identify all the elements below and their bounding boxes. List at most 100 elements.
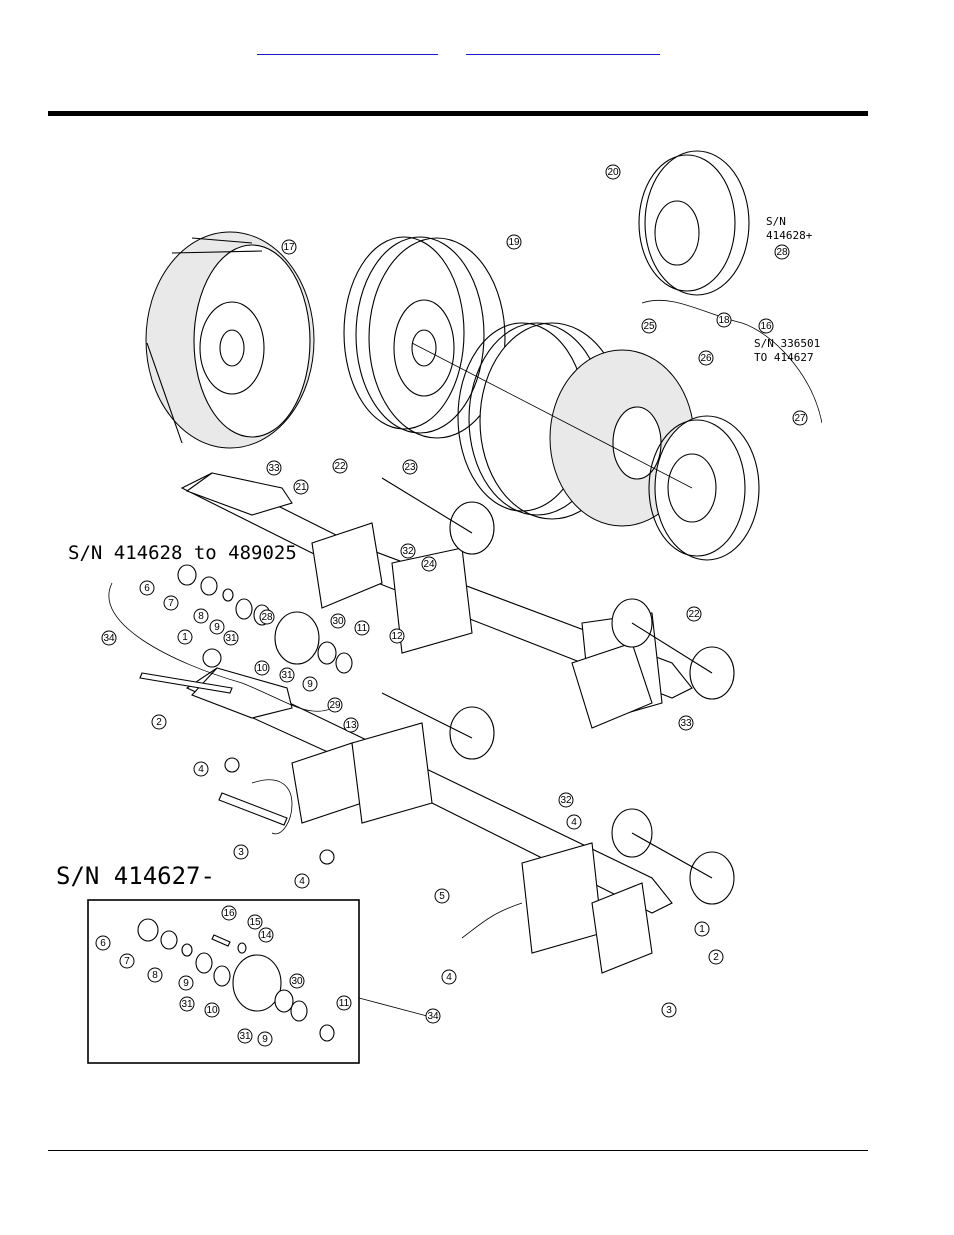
callout-33: 33 <box>679 716 693 730</box>
callout-5: 5 <box>435 889 449 903</box>
svg-text:3: 3 <box>666 1005 672 1016</box>
callout-31: 31 <box>238 1029 252 1043</box>
svg-text:12: 12 <box>391 631 403 642</box>
svg-text:26: 26 <box>700 353 712 364</box>
svg-text:28: 28 <box>776 247 788 258</box>
callout-22: 22 <box>687 607 701 621</box>
callout-1: 1 <box>178 630 192 644</box>
callout-31: 31 <box>180 997 194 1011</box>
callout-4: 4 <box>295 874 309 888</box>
callout-11: 11 <box>355 621 369 635</box>
callout-19: 19 <box>507 235 521 249</box>
svg-text:4: 4 <box>198 764 204 775</box>
tire-17 <box>146 232 314 448</box>
svg-text:17: 17 <box>283 242 295 253</box>
sn-mid-label-line1: S/N 336501 <box>754 337 820 350</box>
wheel-20 <box>639 151 749 295</box>
sn-old-label: S/N 414627- <box>56 862 215 890</box>
svg-text:4: 4 <box>299 876 305 887</box>
callout-21: 21 <box>294 480 308 494</box>
callout-24: 24 <box>422 557 436 571</box>
callout-8: 8 <box>194 609 208 623</box>
svg-text:20: 20 <box>607 167 619 178</box>
svg-text:32: 32 <box>402 546 414 557</box>
callout-27: 27 <box>793 411 807 425</box>
callout-30: 30 <box>331 614 345 628</box>
callout-17: 17 <box>282 240 296 254</box>
callout-11: 11 <box>337 996 351 1010</box>
callout-30: 30 <box>290 974 304 988</box>
callout-20: 20 <box>606 165 620 179</box>
svg-text:2: 2 <box>156 717 162 728</box>
svg-text:9: 9 <box>307 679 313 690</box>
callout-8: 8 <box>148 968 162 982</box>
svg-text:1: 1 <box>182 632 188 643</box>
callout-25: 25 <box>642 319 656 333</box>
callout-16: 16 <box>222 906 236 920</box>
svg-text:31: 31 <box>181 999 193 1010</box>
svg-text:16: 16 <box>760 321 772 332</box>
svg-text:5: 5 <box>439 891 445 902</box>
callout-31: 31 <box>280 668 294 682</box>
svg-text:7: 7 <box>168 598 174 609</box>
callout-10: 10 <box>205 1003 219 1017</box>
svg-text:25: 25 <box>643 321 655 332</box>
callout-32: 32 <box>401 544 415 558</box>
callout-6: 6 <box>140 581 154 595</box>
header-link-2[interactable] <box>466 40 660 55</box>
callout-2: 2 <box>709 950 723 964</box>
callout-13: 13 <box>344 718 358 732</box>
svg-text:22: 22 <box>334 461 346 472</box>
header-rule <box>48 111 868 116</box>
header-link-1[interactable] <box>257 40 438 55</box>
footer-rule <box>48 1150 868 1151</box>
sn-new-label-line2: 414628+ <box>766 229 813 242</box>
svg-text:30: 30 <box>291 976 303 987</box>
svg-text:23: 23 <box>404 462 416 473</box>
callout-28: 28 <box>775 245 789 259</box>
svg-text:11: 11 <box>339 998 350 1009</box>
svg-text:34: 34 <box>427 1011 439 1022</box>
callout-4: 4 <box>194 762 208 776</box>
callout-4: 4 <box>567 815 581 829</box>
callout-9: 9 <box>303 677 317 691</box>
svg-text:8: 8 <box>152 970 158 981</box>
svg-text:34: 34 <box>103 633 115 644</box>
svg-text:15: 15 <box>249 917 261 928</box>
svg-text:21: 21 <box>295 482 307 493</box>
callout-9: 9 <box>179 976 193 990</box>
svg-text:30: 30 <box>332 616 344 627</box>
callout-26: 26 <box>699 351 713 365</box>
svg-text:22: 22 <box>688 609 700 620</box>
svg-text:2: 2 <box>713 952 719 963</box>
callout-9: 9 <box>210 620 224 634</box>
svg-text:10: 10 <box>256 663 268 674</box>
callout-34: 34 <box>426 1009 440 1023</box>
svg-text:8: 8 <box>198 611 204 622</box>
svg-text:19: 19 <box>508 237 520 248</box>
callout-7: 7 <box>120 954 134 968</box>
svg-text:9: 9 <box>214 622 220 633</box>
callout-9: 9 <box>258 1032 272 1046</box>
callout-29: 29 <box>328 698 342 712</box>
svg-text:1: 1 <box>699 924 705 935</box>
svg-text:13: 13 <box>345 720 357 731</box>
svg-text:14: 14 <box>260 930 272 941</box>
callout-31: 31 <box>224 631 238 645</box>
svg-text:31: 31 <box>239 1031 251 1042</box>
callout-1: 1 <box>695 922 709 936</box>
callout-15: 15 <box>248 915 262 929</box>
callout-23: 23 <box>403 460 417 474</box>
svg-text:4: 4 <box>571 817 577 828</box>
svg-text:9: 9 <box>262 1034 268 1045</box>
svg-text:6: 6 <box>100 938 106 949</box>
svg-text:33: 33 <box>268 463 280 474</box>
svg-text:18: 18 <box>718 315 730 326</box>
svg-text:3: 3 <box>238 847 244 858</box>
callout-18: 18 <box>717 313 731 327</box>
svg-text:11: 11 <box>357 623 368 634</box>
svg-text:31: 31 <box>225 633 237 644</box>
callout-34: 34 <box>102 631 116 645</box>
callout-6: 6 <box>96 936 110 950</box>
svg-text:16: 16 <box>223 908 235 919</box>
